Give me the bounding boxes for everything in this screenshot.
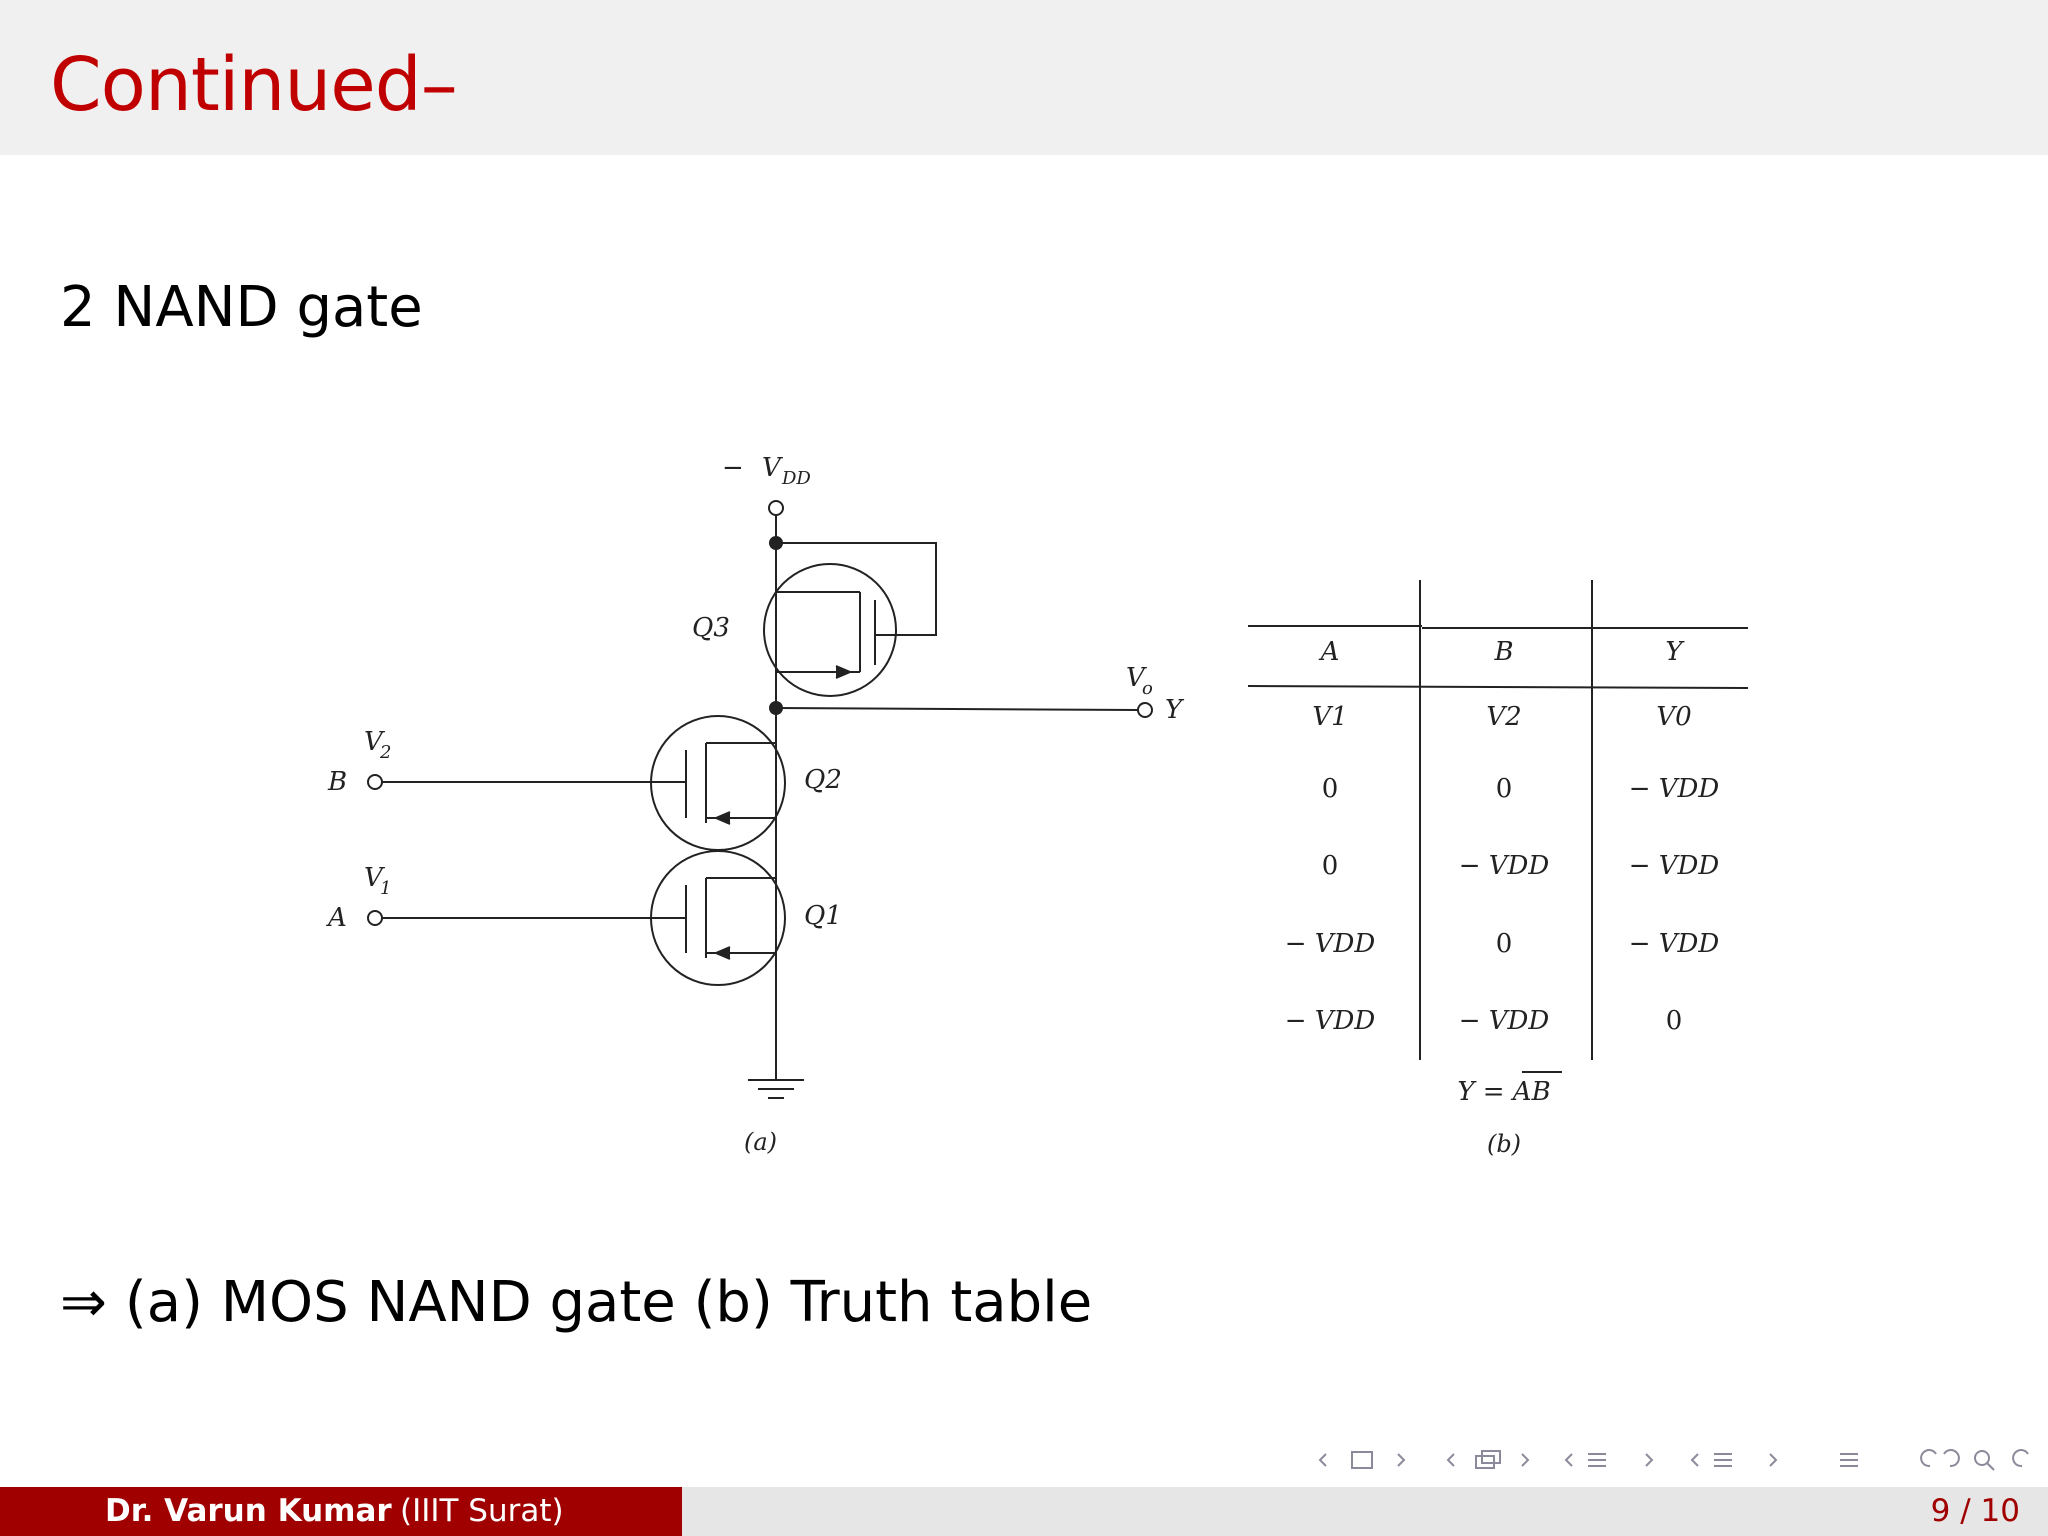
tt-cell: − VDD [1629, 929, 1720, 959]
vdd-subscript: DD [781, 468, 811, 489]
output-v-subscript: o [1142, 678, 1153, 699]
tt-header-a: A [1319, 637, 1340, 667]
nand-gate-figure: − V DD Q3 Q2 Q1 V o Y B V 2 A V 1 (a) A … [300, 440, 1780, 1180]
svg-text:−: − [722, 453, 744, 483]
tt-voltage-b: V2 [1486, 702, 1521, 732]
q3-label: Q3 [692, 613, 730, 643]
tt-cell: 0 [1496, 929, 1513, 959]
tt-cell: − VDD [1285, 1006, 1376, 1036]
tt-cell: 0 [1322, 851, 1339, 881]
tt-header-b: B [1493, 637, 1513, 667]
tt-cell: − VDD [1285, 929, 1376, 959]
footer-author: Dr. Varun Kumar [105, 1493, 392, 1529]
tt-voltage-y: V0 [1656, 702, 1691, 732]
input-a-v-label: V [364, 863, 385, 893]
tt-cell: 0 [1322, 774, 1339, 804]
slide-subtitle: 2 NAND gate [60, 275, 423, 340]
input-b-v-label: V [364, 727, 385, 757]
input-a-v-subscript: 1 [380, 878, 391, 899]
slide-title: Continued– [50, 42, 458, 128]
nand-gate-diagram: − V DD Q3 Q2 Q1 V o Y B V 2 A V 1 (a) A … [326, 453, 1749, 1158]
caption-text: (a) MOS NAND gate (b) Truth table [124, 1270, 1093, 1335]
nav-subsection-icon[interactable] [1446, 1450, 1530, 1469]
slide-footer: Dr. Varun Kumar (IIIT Surat) 9 / 10 [0, 1487, 2048, 1536]
vdd-label: V [762, 453, 783, 483]
nav-search-icons[interactable] [1920, 1449, 2029, 1471]
tt-cell: − VDD [1459, 851, 1550, 881]
nav-document-icon[interactable] [1690, 1453, 1778, 1467]
tt-cell: 0 [1666, 1006, 1683, 1036]
input-b-v-subscript: 2 [379, 742, 391, 763]
figure-a-label: (a) [744, 1128, 777, 1156]
q1-label: Q1 [804, 901, 842, 931]
tt-header-y: Y [1665, 637, 1685, 667]
input-a-label: A [326, 903, 347, 933]
output-v-label: V [1126, 663, 1147, 693]
implies-arrow: ⇒ [60, 1270, 107, 1335]
footer-author-bar: Dr. Varun Kumar (IIIT Surat) [0, 1487, 682, 1536]
q2-label: Q2 [804, 765, 842, 795]
page-number: 9 / 10 [1930, 1493, 2020, 1529]
tt-cell: 0 [1496, 774, 1513, 804]
nav-outline-icon[interactable] [1840, 1453, 1858, 1467]
slide-header: Continued– [0, 0, 2048, 155]
tt-voltage-a: V1 [1312, 702, 1347, 732]
nav-section-icon[interactable] [1564, 1453, 1654, 1467]
figure-b-label: (b) [1487, 1130, 1521, 1158]
tt-cell: − VDD [1459, 1006, 1550, 1036]
output-y-label: Y [1165, 695, 1185, 725]
beamer-navigation [1310, 1440, 2040, 1480]
input-b-label: B [327, 767, 347, 797]
nav-frame-icon[interactable] [1318, 1451, 1406, 1469]
tt-cell: − VDD [1629, 774, 1720, 804]
tt-cell: − VDD [1629, 851, 1720, 881]
footer-institute: (IIIT Surat) [400, 1493, 564, 1529]
tt-equation: Y = AB [1457, 1077, 1550, 1107]
slide-caption: ⇒ (a) MOS NAND gate (b) Truth table [60, 1270, 1092, 1335]
